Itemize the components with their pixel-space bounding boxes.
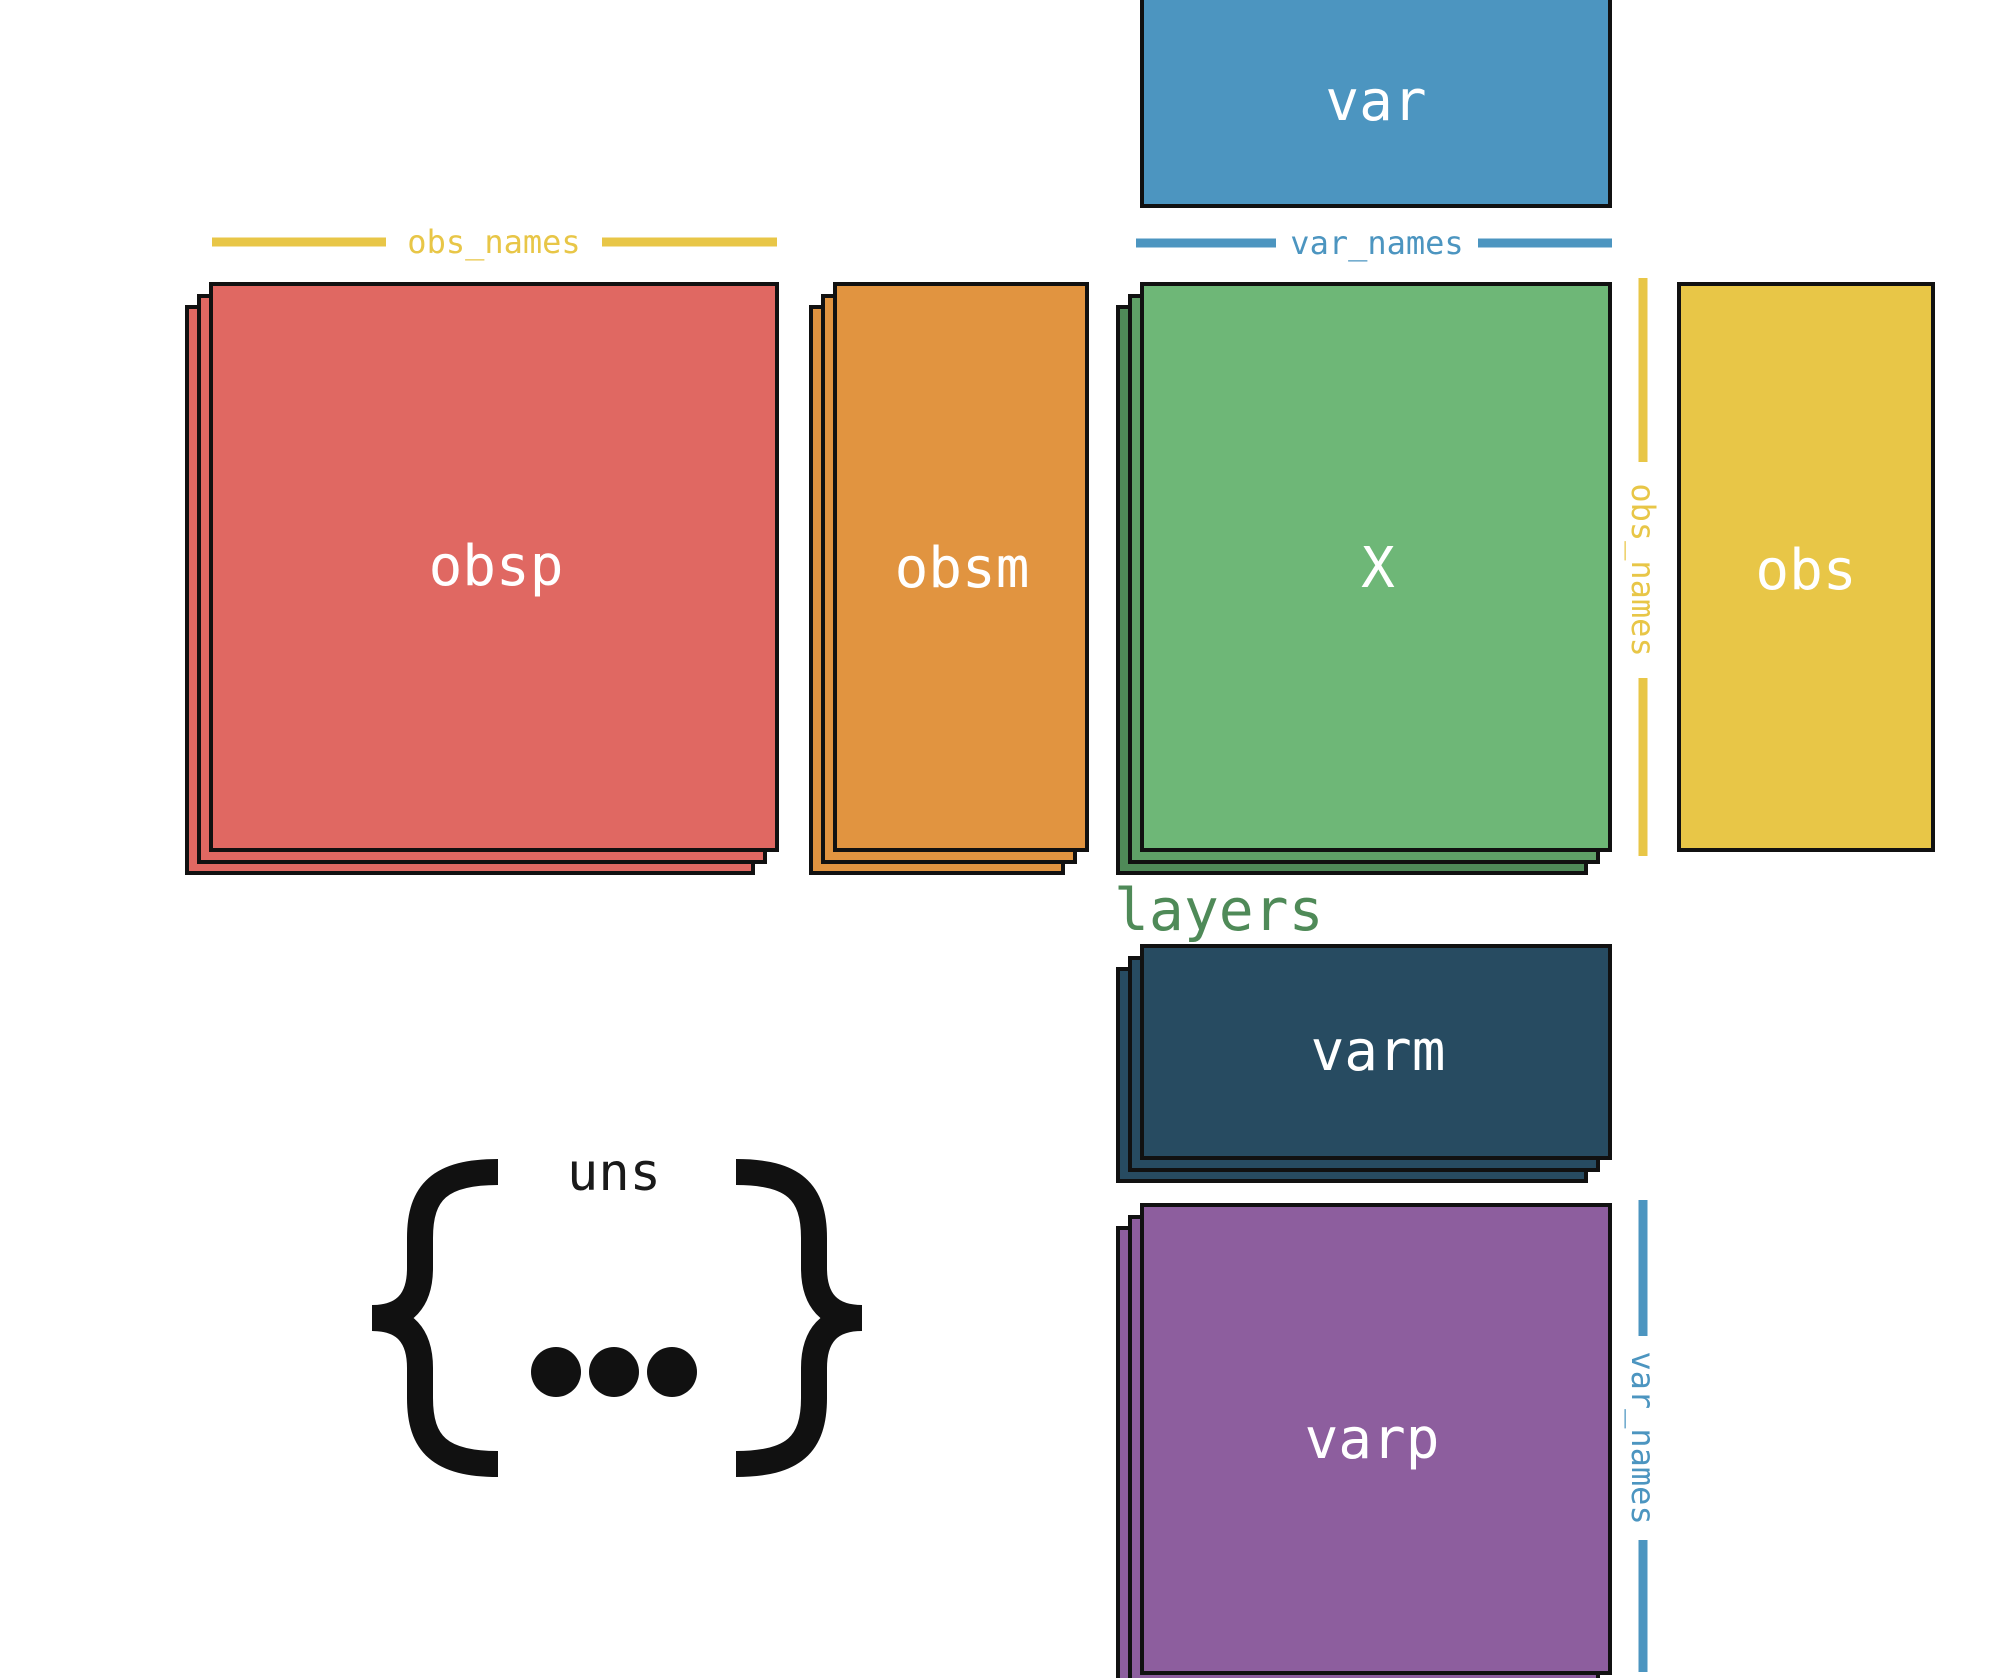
varp-block: varp xyxy=(1116,1203,1612,1678)
var-names-top-label: var_names xyxy=(1290,224,1463,262)
varm-block: varm xyxy=(1116,944,1612,1183)
obs-label: obs xyxy=(1755,538,1856,603)
x-layer-1 xyxy=(1140,282,1612,852)
right-brace-icon xyxy=(735,1159,863,1477)
varp-label: varp xyxy=(1305,1407,1440,1472)
var-names-side-label: var_names xyxy=(1624,1351,1662,1524)
obsp-block: obsp xyxy=(185,282,779,875)
x-block: X xyxy=(1116,282,1612,875)
obsm-block: obsm xyxy=(809,282,1089,875)
varm-label: varm xyxy=(1311,1019,1446,1084)
obsp-layer-1 xyxy=(209,282,779,852)
obs-names-side-annotation: obs_names xyxy=(1624,278,1662,856)
layers-label: layers xyxy=(1114,876,1324,944)
var-block: var xyxy=(1140,0,1612,208)
ellipsis-icon xyxy=(531,1347,697,1397)
obs-names-top-label: obs_names xyxy=(407,223,580,261)
var-rect xyxy=(1140,0,1612,208)
x-label: X xyxy=(1361,536,1395,601)
obsm-label: obsm xyxy=(895,536,1030,601)
obs-block: obs xyxy=(1677,282,1935,852)
varm-layer-1 xyxy=(1140,944,1612,1160)
varp-layer-1 xyxy=(1140,1203,1612,1675)
obsm-layer-1 xyxy=(833,282,1089,852)
obsp-label: obsp xyxy=(429,534,564,599)
obs-rect xyxy=(1677,282,1935,852)
var-names-side-annotation: var_names xyxy=(1624,1200,1662,1672)
uns-group: uns xyxy=(371,1143,863,1477)
var-names-top-annotation: var_names xyxy=(1136,224,1612,262)
var-label: var xyxy=(1325,69,1426,134)
uns-label: uns xyxy=(567,1143,661,1203)
left-brace-icon xyxy=(371,1159,499,1477)
obs-names-top-annotation: obs_names xyxy=(212,223,777,261)
obs-names-side-label: obs_names xyxy=(1624,483,1662,656)
